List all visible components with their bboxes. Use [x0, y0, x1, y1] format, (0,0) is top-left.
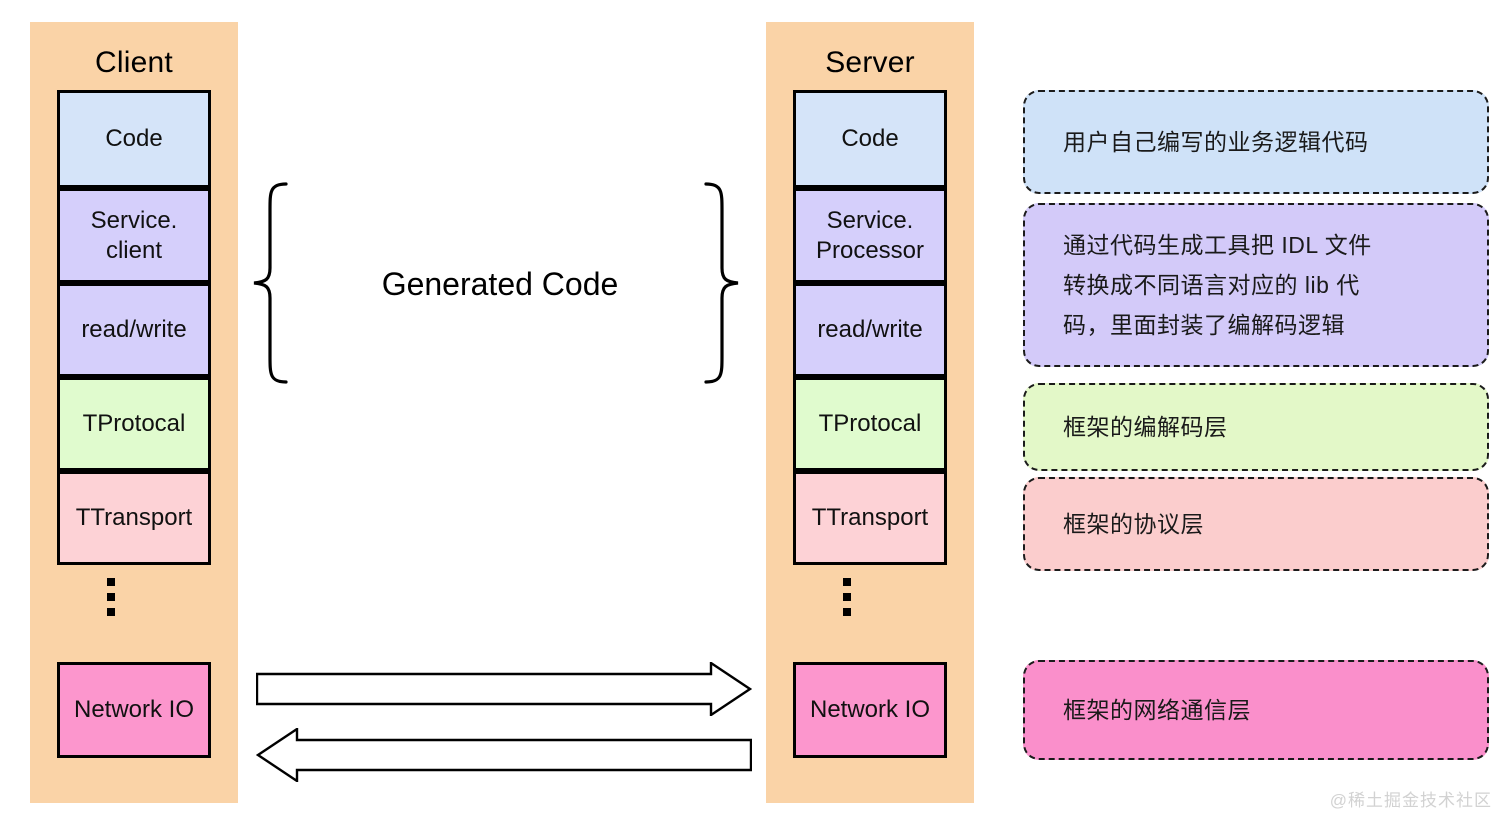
- server-layer-ttransport[interactable]: TTransport: [793, 471, 947, 565]
- note-card-generated-lib[interactable]: 通过代码生成工具把 IDL 文件 转换成不同语言对应的 lib 代 码，里面封装…: [1023, 203, 1489, 367]
- right-brace-icon: [702, 180, 744, 386]
- generated-code-label: Generated Code: [381, 266, 619, 302]
- client-layer-tprotocal[interactable]: TProtocal: [57, 377, 211, 471]
- request-arrow-icon: [255, 660, 753, 718]
- server-layer-code[interactable]: Code: [793, 90, 947, 188]
- server-ellipsis-icon: [841, 578, 853, 616]
- client-layer-read-write[interactable]: read/write: [57, 283, 211, 377]
- server-layer-read-write[interactable]: read/write: [793, 283, 947, 377]
- client-layer-service-client[interactable]: Service. client: [57, 188, 211, 283]
- client-ellipsis-icon: [105, 578, 117, 616]
- client-layer-ttransport[interactable]: TTransport: [57, 471, 211, 565]
- left-brace-icon: [248, 180, 290, 386]
- note-card-network-layer[interactable]: 框架的网络通信层: [1023, 660, 1489, 760]
- server-title: Server: [825, 46, 915, 79]
- note-card-protocol-layer[interactable]: 框架的协议层: [1023, 477, 1489, 571]
- note-card-business-logic[interactable]: 用户自己编写的业务逻辑代码: [1023, 90, 1489, 194]
- server-layer-tprotocal[interactable]: TProtocal: [793, 377, 947, 471]
- client-layer-code[interactable]: Code: [57, 90, 211, 188]
- response-arrow-icon: [255, 726, 753, 784]
- note-card-codec-layer[interactable]: 框架的编解码层: [1023, 383, 1489, 471]
- client-layer-network-io[interactable]: Network IO: [57, 662, 211, 758]
- server-layer-service-processor[interactable]: Service. Processor: [793, 188, 947, 283]
- client-title: Client: [95, 46, 173, 79]
- server-layer-network-io[interactable]: Network IO: [793, 662, 947, 758]
- watermark: @稀土掘金技术社区: [1329, 791, 1492, 810]
